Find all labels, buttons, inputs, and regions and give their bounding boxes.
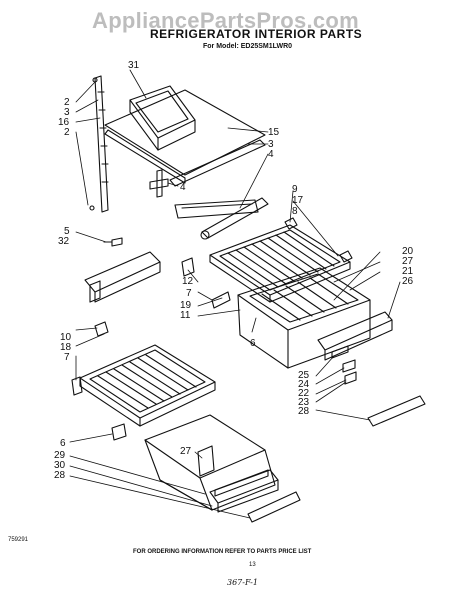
crisper-drawer — [111, 414, 276, 511]
callout-15: 15 — [268, 127, 280, 138]
callout-3: 3 — [268, 139, 274, 150]
callout-2: 2 — [64, 127, 70, 138]
shelf-roller — [200, 197, 269, 240]
crisper-front-trim — [367, 395, 426, 427]
lower-wire-shelf — [79, 344, 216, 427]
callout-11: 11 — [180, 310, 191, 321]
callout-23: 23 — [298, 397, 310, 408]
callout-3: 3 — [64, 107, 70, 118]
callout-32: 32 — [58, 236, 70, 247]
drawer-front — [317, 311, 393, 361]
callout-2: 2 — [64, 97, 70, 108]
callout-labels: 31 2 3 16 2 15 3 4 4 9 17 8 5 32 20 27 2… — [54, 60, 414, 481]
diagram-title: REFRIGERATOR INTERIOR PARTS — [150, 27, 363, 41]
callout-10: 10 — [60, 332, 72, 343]
drawer-trim-strip — [247, 491, 301, 523]
callout-24: 24 — [298, 379, 310, 390]
meat-pan-drawer — [211, 267, 371, 369]
callout-30: 30 — [54, 460, 66, 471]
diagram-code: 759291 — [8, 537, 29, 543]
watermark: AppliancePartsPros.com — [92, 8, 360, 33]
callout-4: 4 — [268, 149, 274, 160]
callout-4: 4 — [180, 182, 186, 193]
page-number: 13 — [249, 562, 256, 568]
callout-21: 21 — [402, 266, 414, 277]
handwritten-note: 367-F-1 — [227, 578, 258, 587]
shelf-clip-left — [71, 321, 109, 396]
callout-26: 26 — [402, 276, 414, 287]
model-line: For Model: ED25SM1LWR0 — [203, 43, 293, 50]
callout-18: 18 — [60, 342, 72, 353]
callout-29: 29 — [54, 450, 66, 461]
callout-16: 16 — [58, 117, 70, 128]
shelf-bracket — [149, 169, 169, 198]
callout-28: 28 — [54, 470, 66, 481]
leader-lines — [69, 69, 401, 519]
callout-8: 8 — [292, 206, 298, 217]
crisper-bracket — [181, 257, 195, 277]
callout-19: 19 — [180, 300, 192, 311]
callout-6: 6 — [250, 338, 256, 349]
callout-27: 27 — [180, 446, 192, 457]
callout-17: 17 — [292, 195, 304, 206]
callout-28: 28 — [298, 406, 310, 417]
crisper-drawer-front — [209, 469, 279, 513]
crisper-cover-trim — [84, 251, 161, 303]
callout-31: 31 — [128, 60, 140, 71]
callout-7: 7 — [64, 352, 70, 363]
callout-5: 5 — [64, 226, 70, 237]
humidity-control — [331, 345, 357, 385]
middle-wire-shelf — [209, 224, 351, 303]
callout-22: 22 — [298, 388, 310, 399]
shelf-support-rail — [89, 75, 109, 213]
callout-20: 20 — [402, 246, 414, 257]
callout-12: 12 — [182, 276, 194, 287]
callout-6: 6 — [60, 438, 66, 449]
mounting-screw — [103, 237, 123, 247]
callout-27: 27 — [402, 256, 414, 267]
upper-shelf — [104, 89, 266, 219]
callout-25: 25 — [298, 370, 310, 381]
callout-9: 9 — [292, 184, 298, 195]
callout-7: 7 — [186, 288, 192, 299]
storage-tray — [129, 85, 196, 151]
footer-note: FOR ORDERING INFORMATION REFER TO PARTS … — [133, 549, 312, 555]
